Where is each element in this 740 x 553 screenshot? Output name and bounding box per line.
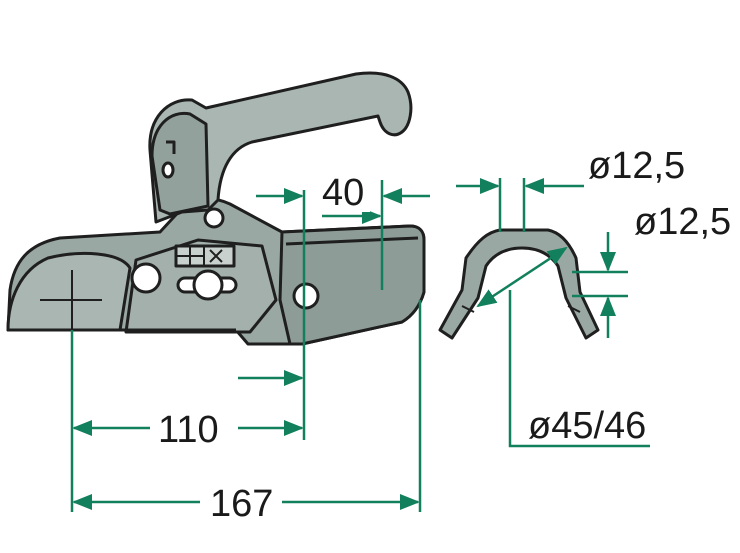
label-40: 40 <box>322 172 364 214</box>
label-hole-diameter-1: ø12,5 <box>588 145 685 187</box>
label-40-bg <box>318 172 370 212</box>
lock-hole <box>203 207 225 229</box>
sleeve-top-edge <box>285 236 419 246</box>
label-110-bg <box>152 406 236 450</box>
label-167: 167 <box>210 483 273 525</box>
lever-hinge-plate <box>150 111 210 216</box>
label-167-bg <box>204 480 280 524</box>
ball-socket <box>6 251 132 332</box>
dim-45-46-diagonal <box>476 246 568 308</box>
dim-45-46-leader <box>508 290 650 448</box>
cross-section-left-hole <box>461 305 475 313</box>
cross-section-right-hole <box>567 305 581 313</box>
ball-centre-mark <box>40 270 102 330</box>
dimension-lines <box>70 178 650 512</box>
operating-lever <box>148 71 413 224</box>
cross-section-profile <box>438 228 600 340</box>
side-boss <box>130 262 162 294</box>
drawbar-cross-section <box>438 228 600 340</box>
label-110: 110 <box>158 409 219 451</box>
lever-pin <box>166 140 176 154</box>
bolt-hole <box>292 282 320 310</box>
label-hole-diameter-2: ø12,5 <box>634 201 731 243</box>
drawbar-sleeve <box>278 224 426 346</box>
lever-pivot-hole <box>161 161 175 179</box>
wear-indicator-marks <box>176 246 223 266</box>
ball-coupling-side-view <box>6 71 426 346</box>
label-drawbar-diameter: ø45/46 <box>528 405 646 447</box>
release-button <box>192 269 224 301</box>
